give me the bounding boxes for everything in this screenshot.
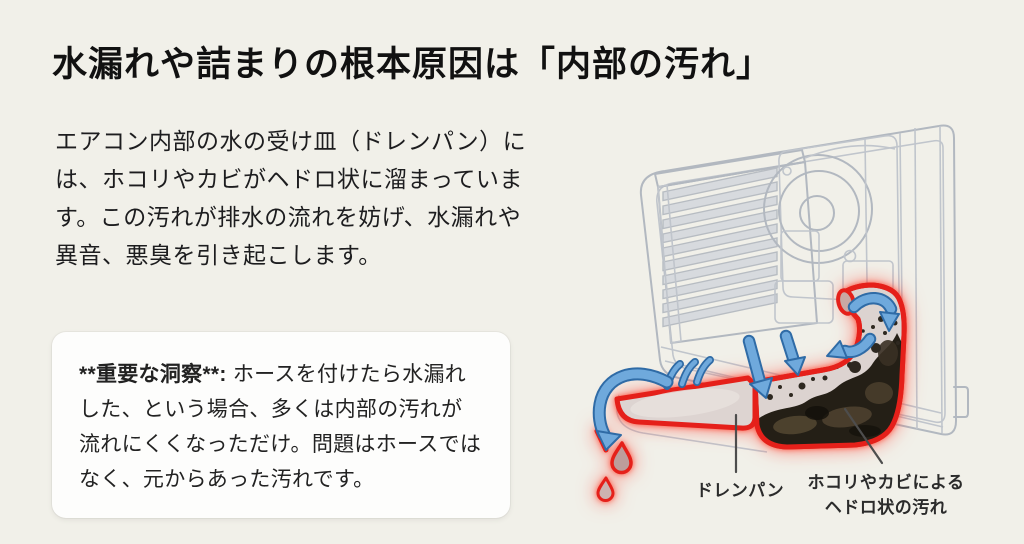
fan-screw-2 bbox=[782, 166, 792, 176]
intro-paragraph: エアコン内部の水の受け皿（ドレンパン）には、ホコリやカビがヘドロ状に溜まっていま… bbox=[55, 128, 527, 268]
label-sludge: ホコリやカビによる ヘドロ状の汚れ bbox=[795, 470, 977, 520]
label-drain-pan: ドレンパン bbox=[695, 481, 785, 500]
leak-arrow bbox=[592, 367, 674, 451]
label-sludge-line1: ホコリやカビによる bbox=[807, 473, 965, 492]
sludge-blob bbox=[755, 309, 905, 447]
bowl-outline bbox=[752, 282, 907, 450]
fan-panel bbox=[778, 134, 900, 303]
fin-left-strip bbox=[657, 184, 682, 344]
callout-line-sludge bbox=[843, 407, 884, 465]
insight-paragraph: **重要な洞察**: ホースを付けたら水漏れした、という場合、多くは内部の汚れが… bbox=[79, 357, 483, 497]
unit-body bbox=[639, 124, 957, 436]
insight-text: ホースを付けたら水漏れした、という場合、多くは内部の汚れが流れにくくなっただけ。… bbox=[79, 363, 482, 491]
flow-arrow-backflow bbox=[826, 332, 877, 359]
fan-hub bbox=[799, 195, 835, 231]
pan-highlight bbox=[630, 388, 740, 418]
unit-inner-edge bbox=[656, 139, 946, 424]
ac-unit-illustration: ドレンパン ホコリやカビによる ヘドロ状の汚れ bbox=[555, 95, 1024, 544]
flow-arrow-down-1 bbox=[742, 334, 773, 399]
page-title: 水漏れや詰まりの根本原因は「内部の汚れ」 bbox=[52, 45, 773, 84]
ac-unit-diagram bbox=[592, 124, 969, 502]
flow-arrow-hose bbox=[847, 292, 900, 332]
water-flow-arrows bbox=[592, 292, 900, 451]
flow-arrow-down-2 bbox=[779, 329, 806, 376]
insight-emphasis: **重要な洞察**: bbox=[79, 363, 227, 386]
water-drop-icon bbox=[610, 441, 633, 475]
insight-callout: **重要な洞察**: ホースを付けたら水漏れした、という場合、多くは内部の汚れが… bbox=[52, 332, 510, 518]
water-drop-icon-small bbox=[596, 476, 615, 502]
heat-exchanger-fins bbox=[662, 167, 778, 328]
label-sludge-line2: ヘドロ状の汚れ bbox=[824, 498, 948, 517]
unit-side-notch bbox=[953, 386, 969, 418]
fan-housing bbox=[763, 154, 873, 264]
top-swoosh bbox=[804, 144, 896, 159]
ac-unit-line-art bbox=[615, 124, 969, 453]
